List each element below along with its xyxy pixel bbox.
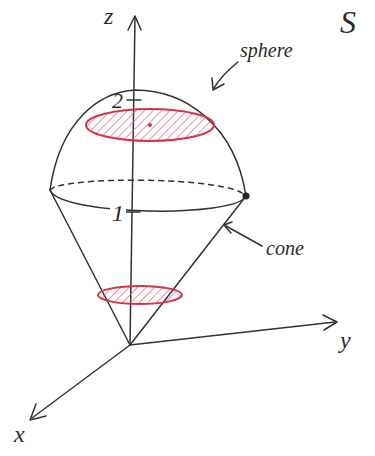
leader-arrowhead bbox=[224, 222, 232, 233]
callout-label: cone bbox=[266, 238, 304, 258]
leader-arrowhead bbox=[212, 78, 224, 90]
point bbox=[243, 193, 250, 200]
cone-line bbox=[50, 190, 130, 345]
leader-line bbox=[214, 62, 238, 88]
tick-label: 1 bbox=[110, 201, 126, 225]
x-arrowhead bbox=[30, 404, 46, 420]
y-arrowhead bbox=[323, 315, 337, 330]
ellipse-front bbox=[50, 190, 246, 211]
cross-section-disk bbox=[98, 286, 182, 304]
leader-line bbox=[226, 226, 262, 246]
z-arrowhead bbox=[128, 16, 141, 30]
ellipse-back bbox=[50, 180, 246, 196]
callout-label: sphere bbox=[240, 40, 293, 60]
tick-label: 2 bbox=[112, 90, 123, 112]
cone-line bbox=[130, 196, 246, 345]
axis-label: y bbox=[340, 328, 351, 352]
point bbox=[148, 123, 152, 127]
y-axis bbox=[130, 322, 335, 345]
x-axis bbox=[32, 345, 130, 418]
cross-section-disk bbox=[86, 109, 214, 141]
axis-label: z bbox=[104, 4, 113, 28]
sphere-cap bbox=[50, 90, 246, 196]
tick-mark bbox=[127, 99, 141, 101]
tick-mark bbox=[126, 211, 140, 213]
axis-label: x bbox=[14, 422, 25, 446]
heading-letter: S bbox=[340, 6, 356, 38]
